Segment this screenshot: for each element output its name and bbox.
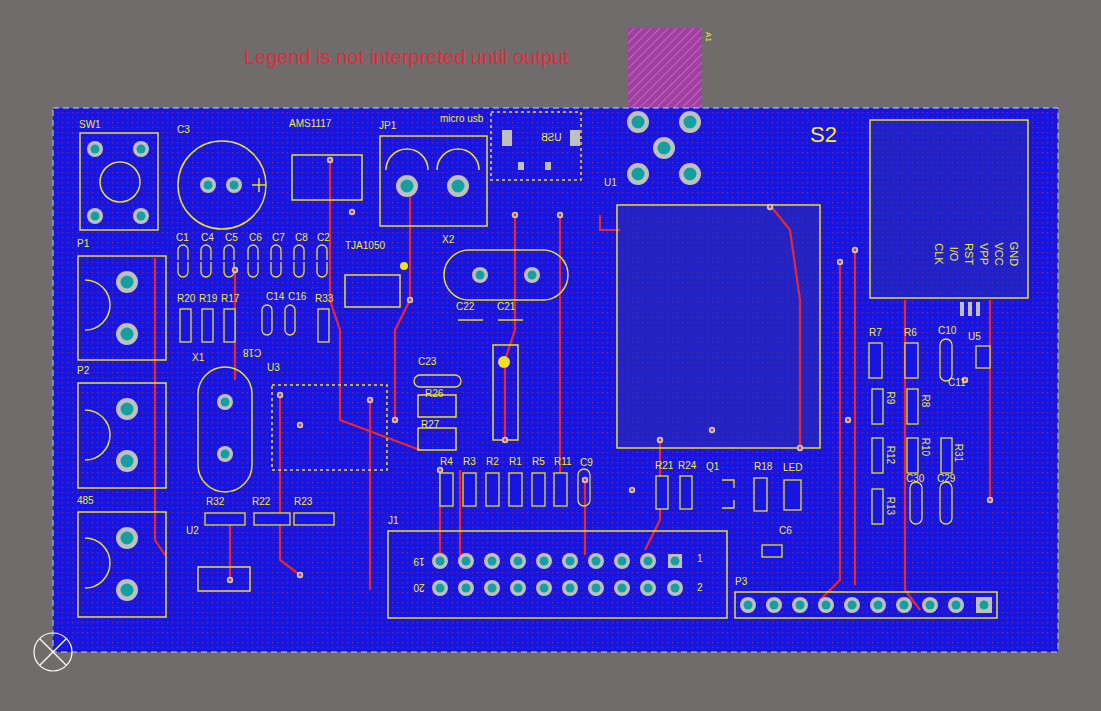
part-label: C3 [177, 125, 190, 135]
part-label: U1 [604, 178, 617, 188]
part-label: R27 [421, 420, 439, 430]
part-label: R4 [440, 457, 453, 467]
part-label: R10 [920, 438, 930, 456]
part-label: C1 [176, 233, 189, 243]
part-label: 1 [697, 554, 703, 564]
part-label: VCC [993, 242, 1004, 265]
part-label: X1 [192, 353, 204, 363]
part-label: TJA1050 [345, 241, 385, 251]
part-label: R13 [885, 497, 895, 515]
part-label: S2 [810, 124, 837, 146]
part-label: C22 [456, 302, 474, 312]
part-label: C30 [906, 474, 924, 484]
part-label: R32 [206, 497, 224, 507]
part-label: 20 [413, 582, 424, 592]
part-label: R1 [509, 457, 522, 467]
part-label: SW1 [79, 120, 101, 130]
part-label: C2 [317, 233, 330, 243]
part-label: X2 [442, 235, 454, 245]
part-label: R19 [199, 294, 217, 304]
part-label: R21 [655, 461, 673, 471]
part-label: R17 [221, 294, 239, 304]
part-label: AMS1117 [289, 119, 331, 129]
part-label: R26 [425, 389, 443, 399]
part-label: A1 [704, 32, 712, 42]
layout-note: Legend is not interpreted until output [244, 47, 569, 67]
part-label: C9 [580, 458, 593, 468]
part-label: P3 [735, 577, 747, 587]
part-label: R18 [754, 462, 772, 472]
part-label: R24 [678, 461, 696, 471]
part-label: 485 [77, 496, 94, 506]
part-label: USB [541, 133, 562, 143]
part-label: R20 [177, 294, 195, 304]
part-label: 19 [413, 556, 424, 566]
part-label: C4 [201, 233, 214, 243]
part-label: R11 [554, 457, 572, 467]
part-label: R5 [532, 457, 545, 467]
part-label: CLK [933, 243, 944, 264]
part-label: C14 [266, 292, 284, 302]
part-label: GND [1008, 242, 1019, 266]
part-label: C23 [418, 357, 436, 367]
part-label: R9 [885, 392, 895, 405]
part-label: C6 [249, 233, 262, 243]
part-label: R8 [920, 395, 930, 408]
part-label: C18 [243, 347, 261, 357]
part-label: R7 [869, 328, 882, 338]
part-label: C21 [497, 302, 515, 312]
part-label: C5 [225, 233, 238, 243]
part-label: C29 [937, 474, 955, 484]
part-label: C8 [295, 233, 308, 243]
part-label: J1 [388, 516, 399, 526]
part-label: micro usb [440, 114, 483, 124]
part-label: U3 [267, 363, 280, 373]
part-label: C11 [948, 378, 966, 388]
part-label: R6 [904, 328, 917, 338]
part-label: C7 [272, 233, 285, 243]
part-label: C6 [779, 526, 792, 536]
part-label: R2 [486, 457, 499, 467]
part-label: 2 [697, 583, 703, 593]
part-label: U5 [968, 332, 981, 342]
part-label: Q1 [706, 462, 719, 472]
part-label: R3 [463, 457, 476, 467]
part-label: C16 [288, 292, 306, 302]
part-label: C10 [938, 326, 956, 336]
part-label: R23 [294, 497, 312, 507]
part-label: P1 [77, 239, 89, 249]
part-label: P2 [77, 366, 89, 376]
part-label: VPP [978, 243, 989, 265]
part-label: LED [783, 463, 802, 473]
part-label: I/O [948, 247, 959, 262]
part-label: R22 [252, 497, 270, 507]
part-label: R33 [315, 294, 333, 304]
part-label: U2 [186, 526, 199, 536]
part-label: RST [963, 243, 974, 265]
part-label: JP1 [379, 121, 396, 131]
part-label: R31 [953, 444, 963, 462]
part-label: R12 [885, 446, 895, 464]
